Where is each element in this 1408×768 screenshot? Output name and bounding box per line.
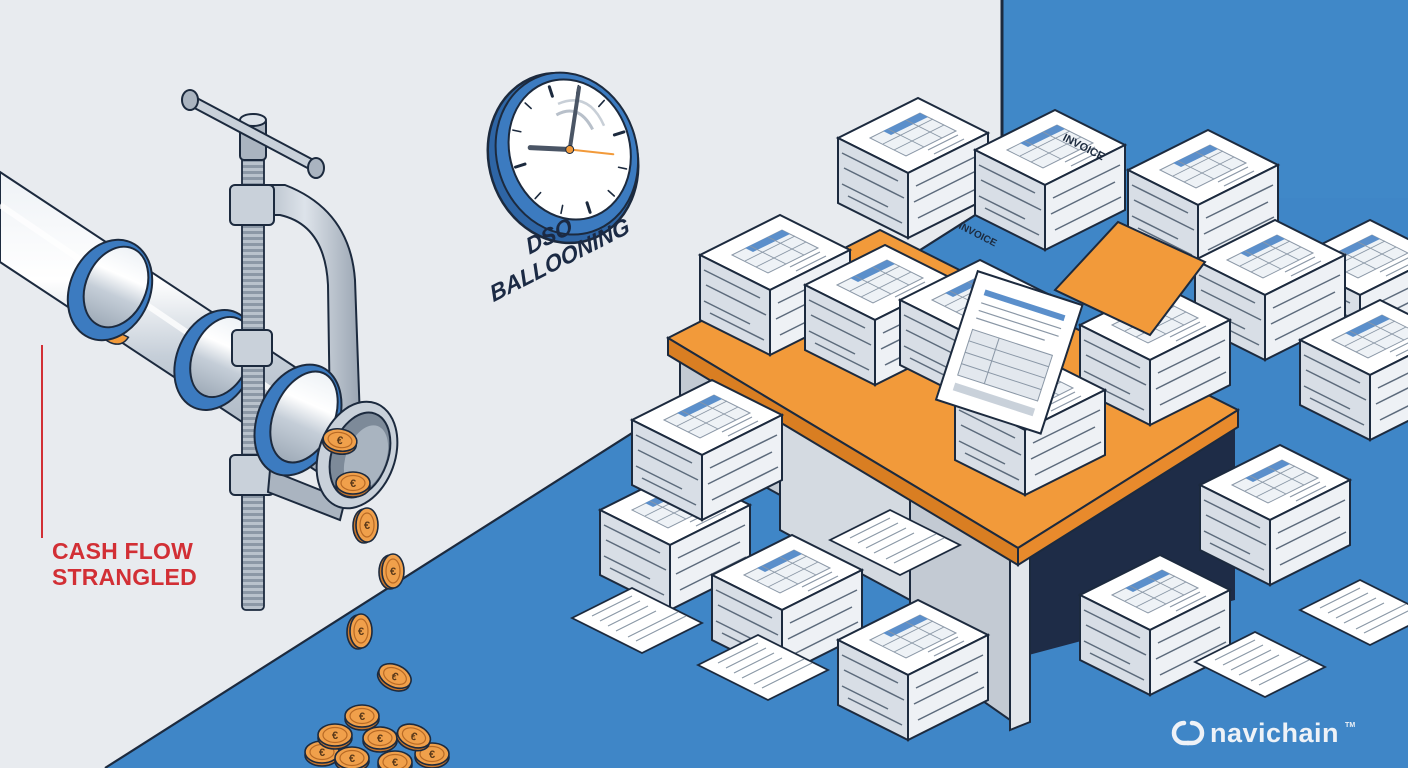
cash-flow-label-line1: CASH FLOW	[52, 538, 194, 564]
cash-flow-strangled-label: CASH FLOW STRANGLED	[52, 538, 197, 590]
chain-link-icon	[1171, 720, 1205, 746]
clamped-pipe: €	[0, 89, 399, 611]
orange-folder-icon	[1053, 220, 1207, 337]
navichain-logo: navichain TM	[1170, 716, 1355, 750]
wall-clock-icon	[486, 71, 640, 245]
cash-flow-label-line2: STRANGLED	[52, 564, 197, 590]
trademark-mark: TM	[1345, 722, 1356, 729]
brand-name: navichain	[1210, 717, 1340, 748]
